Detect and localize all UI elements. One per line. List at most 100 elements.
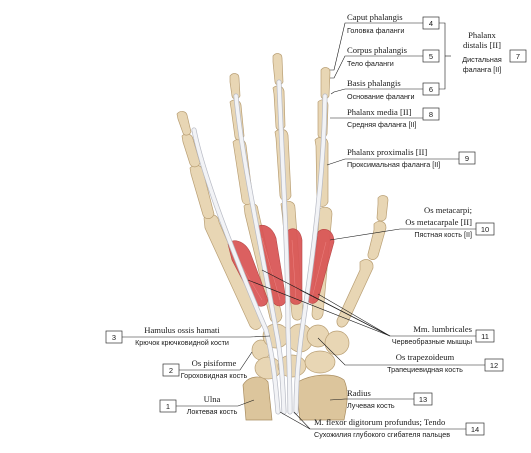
ring-distal-phalanx bbox=[229, 73, 241, 100]
label-6-latin: Basis phalangis bbox=[347, 78, 401, 88]
label-8-russian: Средняя фаланга [II] bbox=[347, 120, 417, 129]
label-11-number: 11 bbox=[481, 332, 489, 341]
label-7-russian-2: фаланга [II] bbox=[463, 65, 502, 74]
index-distal-phalanx bbox=[320, 67, 331, 100]
label-14: M. flexor digitorum profundus; Tendo Сух… bbox=[314, 417, 485, 439]
label-6-box bbox=[422, 82, 440, 96]
label-3-number: 3 bbox=[112, 333, 116, 342]
label-2-latin: Os pisiforme bbox=[192, 358, 237, 368]
label-2: 2 Os pisiforme Гороховидная кость bbox=[162, 358, 248, 380]
label-13-russian: Лучевая кость bbox=[347, 401, 395, 410]
tendon-middle bbox=[277, 80, 292, 414]
label-5-box bbox=[422, 49, 440, 63]
label-14-russian: Сухожилия глубокого сгибателя пальцев bbox=[314, 430, 450, 439]
label-9-latin: Phalanx proximalis [II] bbox=[347, 147, 427, 157]
label-4-box bbox=[422, 16, 440, 30]
label-5-latin: Corpus phalangis bbox=[347, 45, 408, 55]
triquetrum-bone bbox=[254, 356, 282, 380]
label-4-number: 4 bbox=[429, 19, 433, 28]
label-10-latin-2: Os metacarpale [II] bbox=[405, 217, 472, 227]
label-14-box bbox=[465, 422, 485, 436]
leader-4 bbox=[330, 22, 423, 71]
label-12-number: 12 bbox=[490, 361, 498, 370]
tendon-little bbox=[192, 128, 280, 414]
label-2-number: 2 bbox=[169, 366, 173, 375]
leader-3 bbox=[122, 335, 271, 338]
label-1-number: 1 bbox=[166, 402, 170, 411]
label-4: Caput phalangis Головка фаланги 4 bbox=[347, 12, 440, 35]
leader-9 bbox=[326, 158, 459, 166]
trapezium-bone bbox=[324, 330, 350, 356]
label-14-latin: M. flexor digitorum profundus; Tendo bbox=[314, 417, 445, 427]
label-1: 1 Ulna Локтевая кость bbox=[159, 394, 238, 416]
thumb-proximal-phalanx bbox=[367, 220, 387, 260]
leader-10 bbox=[329, 228, 476, 241]
label-1-russian: Локтевая кость bbox=[187, 407, 238, 416]
leader-13 bbox=[329, 398, 414, 401]
label-7-latin-1: Phalanx bbox=[468, 30, 496, 40]
label-4-russian: Головка фаланги bbox=[347, 26, 404, 35]
label-4-latin: Caput phalangis bbox=[347, 12, 403, 22]
label-11-russian: Червеобразные мышцы bbox=[392, 337, 472, 346]
label-9-box bbox=[458, 151, 476, 165]
little-distal-phalanx bbox=[176, 111, 192, 136]
forearm-bones bbox=[242, 374, 348, 421]
label-5-russian: Тело фаланги bbox=[347, 59, 394, 68]
label-14-number: 14 bbox=[471, 425, 479, 434]
label-10-latin-1: Os metacarpi; bbox=[424, 205, 472, 215]
label-13-number: 13 bbox=[419, 395, 427, 404]
label-7-russian-1: Дистальная bbox=[462, 55, 502, 64]
hand-illustration bbox=[176, 53, 389, 421]
label-12-latin: Os trapezoideum bbox=[396, 352, 455, 362]
label-12: Os trapezoideum Трапециевидная кость 12 bbox=[387, 352, 504, 374]
label-11-latin: Mm. lumbricales bbox=[413, 324, 472, 334]
label-2-russian: Гороховидная кость bbox=[181, 371, 248, 380]
label-13-latin: Radius bbox=[347, 388, 372, 398]
label-7-latin-2: distalis [II] bbox=[463, 40, 501, 50]
label-1-box bbox=[159, 399, 177, 413]
label-6-number: 6 bbox=[429, 85, 433, 94]
middle-distal-phalanx bbox=[272, 53, 284, 86]
label-11-box bbox=[475, 329, 495, 343]
label-10-box bbox=[475, 222, 495, 236]
label-8: Phalanx media [II] Средняя фаланга [II] … bbox=[347, 107, 440, 129]
leader-11c bbox=[261, 269, 391, 337]
flexor-tendons bbox=[191, 79, 328, 415]
bracket-7 bbox=[439, 22, 446, 90]
label-10: Os metacarpi; Os metacarpale [II] Пястна… bbox=[405, 205, 495, 239]
leader-1 bbox=[176, 399, 255, 407]
label-2-box bbox=[162, 363, 180, 377]
label-7: Phalanx distalis [II] Дистальная фаланга… bbox=[462, 30, 527, 74]
scaphoid-bone bbox=[304, 350, 336, 374]
label-11: Mm. lumbricales Червеобразные мышцы 11 bbox=[392, 324, 495, 346]
leader-12 bbox=[317, 337, 485, 366]
leader-11d bbox=[247, 279, 391, 337]
label-3-box bbox=[105, 330, 123, 344]
leader-2 bbox=[179, 351, 253, 371]
label-12-box bbox=[484, 358, 504, 372]
lumbrical-fibers bbox=[235, 237, 327, 301]
label-6: Basis phalangis Основание фаланги 6 bbox=[347, 78, 440, 101]
leader-lines bbox=[122, 22, 485, 430]
label-7-box bbox=[509, 49, 527, 63]
label-9: Phalanx proximalis [II] Проксимальная фа… bbox=[347, 147, 476, 169]
thumb bbox=[367, 195, 389, 260]
label-12-russian: Трапециевидная кость bbox=[387, 365, 463, 374]
label-1-latin: Ulna bbox=[204, 394, 221, 404]
thumb-distal-phalanx bbox=[376, 195, 389, 222]
label-3-latin: Hamulus ossis hamati bbox=[144, 325, 220, 335]
leader-14b bbox=[279, 411, 311, 430]
label-5-number: 5 bbox=[429, 52, 433, 61]
radius-bone bbox=[295, 374, 348, 421]
little-finger bbox=[176, 111, 215, 219]
lumbrical-muscles bbox=[227, 225, 335, 307]
label-9-russian: Проксимальная фаланга [II] bbox=[347, 160, 440, 169]
label-8-latin: Phalanx media [II] bbox=[347, 107, 412, 117]
label-8-box bbox=[422, 107, 440, 121]
label-10-number: 10 bbox=[481, 225, 489, 234]
tendon-index bbox=[294, 94, 327, 414]
label-13-box bbox=[413, 392, 433, 406]
label-10-russian: Пястная кость [II] bbox=[414, 230, 472, 239]
label-3-russian: Крючок крючковидной кости bbox=[135, 338, 229, 347]
